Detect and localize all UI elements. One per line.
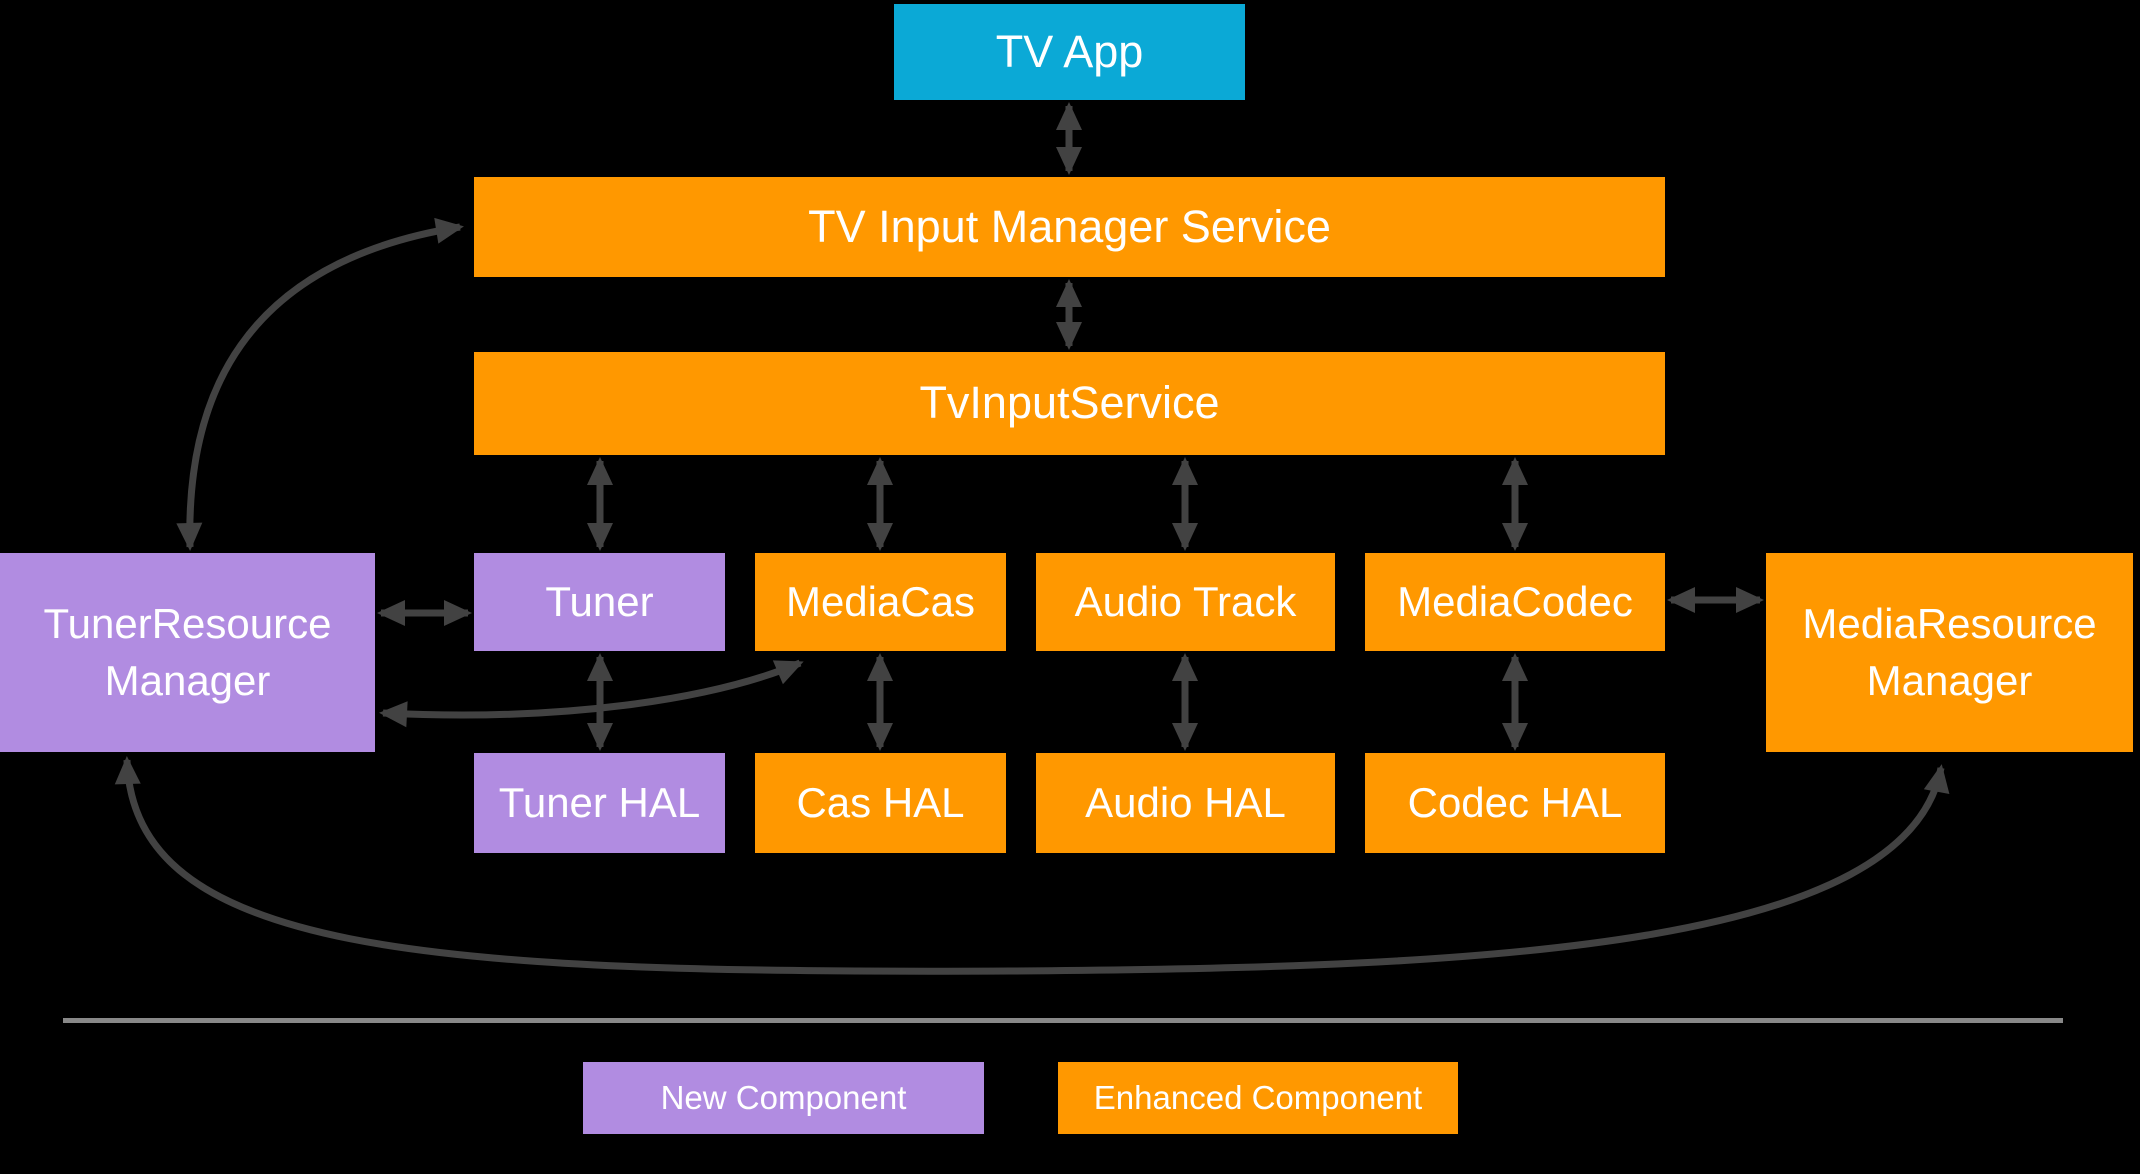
legend-enhanced-component: Enhanced Component	[1058, 1062, 1458, 1134]
node-tv-input-service-label: TvInputService	[919, 377, 1220, 429]
node-audio-hal: Audio HAL	[1036, 753, 1335, 853]
node-tuner-label: Tuner	[545, 577, 654, 625]
node-codec-hal-label: Codec HAL	[1407, 778, 1623, 826]
node-tuner-resource-manager-label: TunerResource Manager	[43, 599, 332, 704]
arrow-trm-mrm-curve	[114, 756, 1950, 975]
arrow-trm-mediacas-curve	[379, 659, 804, 728]
node-tuner-resource-manager: TunerResource Manager	[0, 553, 375, 752]
arrow-trm-tims-curve	[176, 217, 464, 551]
node-tv-input-service: TvInputService	[474, 352, 1665, 455]
node-codec-hal: Codec HAL	[1365, 753, 1665, 853]
node-cas-hal: Cas HAL	[755, 753, 1006, 853]
node-cas-hal-label: Cas HAL	[796, 778, 965, 826]
legend-divider	[63, 1018, 2063, 1023]
node-tv-app-label: TV App	[995, 25, 1144, 77]
node-media-codec: MediaCodec	[1365, 553, 1665, 651]
node-audio-hal-label: Audio HAL	[1085, 778, 1286, 826]
node-tv-app: TV App	[894, 4, 1245, 100]
node-media-cas: MediaCas	[755, 553, 1006, 651]
node-audio-track: Audio Track	[1036, 553, 1335, 651]
node-tuner-hal: Tuner HAL	[474, 753, 725, 853]
node-media-cas-label: MediaCas	[785, 577, 976, 625]
legend-new-component-label: New Component	[660, 1078, 907, 1116]
node-tv-input-manager-service: TV Input Manager Service	[474, 177, 1665, 277]
node-audio-track-label: Audio Track	[1074, 577, 1297, 625]
node-tuner-hal-label: Tuner HAL	[498, 778, 701, 826]
node-media-codec-label: MediaCodec	[1397, 577, 1633, 625]
node-tv-input-manager-service-label: TV Input Manager Service	[808, 200, 1331, 252]
node-media-resource-manager-label: MediaResource Manager	[1802, 599, 2097, 704]
legend-new-component: New Component	[583, 1062, 984, 1134]
legend-enhanced-component-label: Enhanced Component	[1093, 1078, 1423, 1116]
node-tuner: Tuner	[474, 553, 725, 651]
node-media-resource-manager: MediaResource Manager	[1766, 553, 2133, 752]
